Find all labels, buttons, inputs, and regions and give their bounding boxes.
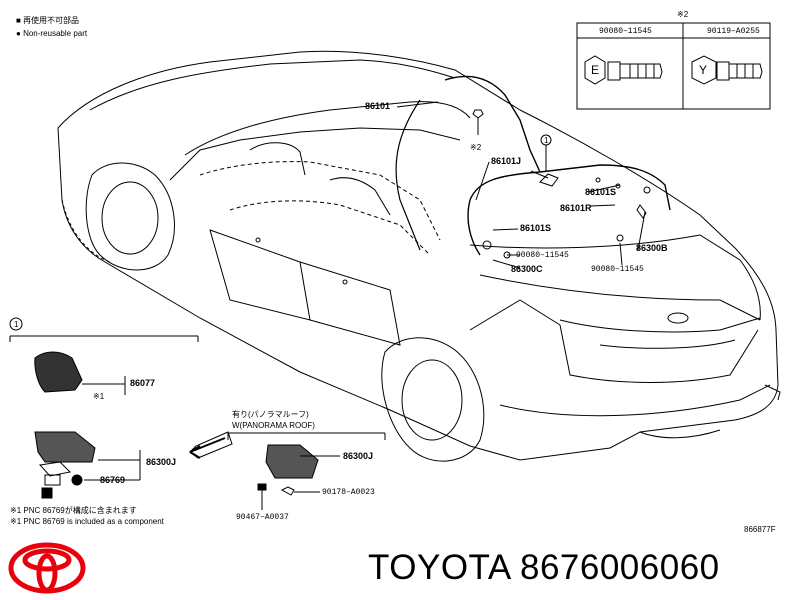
toyota-logo — [8, 542, 86, 594]
antenna-cable — [467, 164, 671, 256]
circle-1-label-left: 1 — [14, 320, 19, 329]
label-86300b: 86300B — [636, 243, 668, 253]
rear-wheel — [381, 337, 485, 462]
legend-reuse-jp: ■ 再使用不可部品 — [16, 16, 80, 25]
front-wheel — [85, 162, 175, 271]
label-86101s-a: 86101S — [520, 223, 552, 233]
car-body-outline — [57, 50, 779, 461]
label-86300c: 86300C — [511, 264, 543, 274]
figure-number: 866877F — [744, 525, 776, 534]
label-86077: 86077 — [130, 378, 156, 388]
label-86101r: 86101R — [560, 203, 592, 213]
label-note1: ※1 — [93, 392, 105, 401]
legend-jp-text: 再使用不可部品 — [23, 16, 80, 25]
bolt-y-letter: Y — [699, 63, 708, 77]
label-90467: 90467–A0037 — [236, 513, 289, 522]
roof-label-jp: 有り(パノラマルーフ) — [232, 410, 309, 419]
brand-name: TOYOTA — [368, 548, 510, 587]
label-90080-a: 90080–11545 — [516, 251, 569, 260]
legend-en-text: Non-reusable part — [23, 29, 88, 38]
label-86101j: 86101J — [491, 156, 522, 166]
label-note2: ※2 — [470, 143, 482, 152]
legend-reuse-en: ● Non-reusable part — [16, 29, 88, 38]
footnote-en: ※1 PNC 86769 is included as a component — [10, 517, 164, 526]
label-86300j-b: 86300J — [343, 451, 374, 461]
label-90178: 90178–A0023 — [322, 488, 375, 497]
bolt-table-col1: 90080–11545 — [599, 27, 652, 36]
label-86769: 86769 — [100, 475, 126, 485]
bolt-e-letter: E — [591, 63, 600, 77]
brand-part-line: TOYOTA 8676006060 — [368, 548, 720, 588]
label-90080-b: 90080–11545 — [591, 265, 644, 274]
shark-fin-cover — [34, 351, 83, 393]
label-86101s-b: 86101S — [585, 187, 617, 197]
bolt-table-col2: 90119–A0255 — [707, 27, 760, 36]
footnote-jp: ※1 PNC 86769が構成に含まれます — [10, 506, 137, 515]
roof-label-en: W(PANORAMA ROOF) — [232, 421, 315, 430]
part-number: 8676006060 — [519, 548, 720, 587]
label-86300j-a: 86300J — [146, 457, 177, 467]
label-86101-a: 86101 — [365, 101, 391, 111]
circle-1-label-top: 1 — [544, 136, 549, 145]
bolt-table-note: ※2 — [677, 10, 689, 19]
